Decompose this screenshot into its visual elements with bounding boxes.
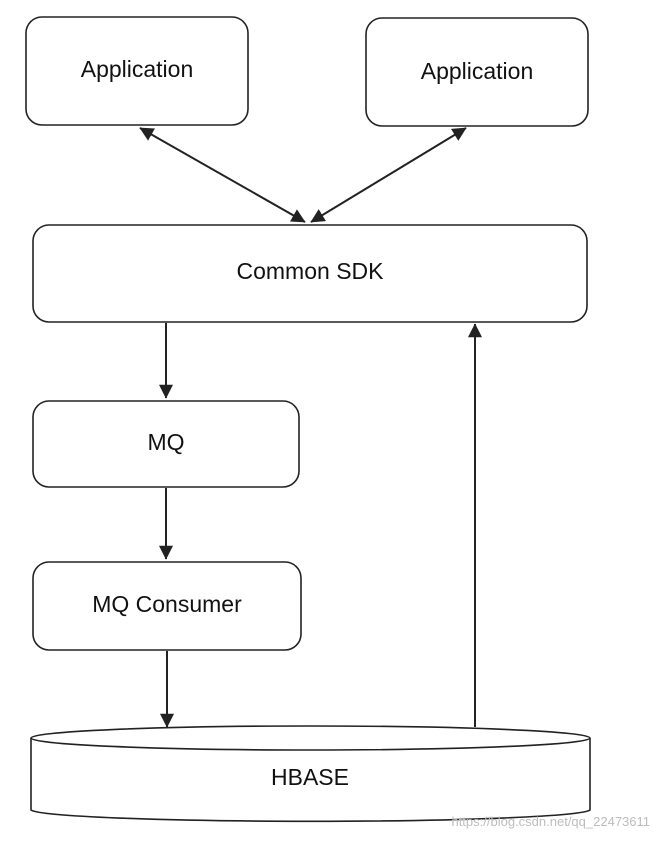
application-label-right: Application (421, 58, 534, 84)
mq-consumer-box (32, 561, 302, 651)
mq-label: MQ (147, 429, 184, 455)
application-label-left: Application (81, 56, 194, 82)
application-box-left (25, 16, 249, 126)
common-sdk-box (32, 224, 588, 323)
common-sdk-node: Common SDK (32, 224, 588, 323)
application-box-right (365, 17, 589, 127)
application-node-left: Application (25, 16, 249, 126)
common-sdk-label: Common SDK (237, 258, 385, 284)
mq-node: MQ (32, 400, 300, 488)
application-node-right: Application (365, 17, 589, 127)
mq-consumer-label: MQ Consumer (92, 591, 242, 617)
hbase-label: HBASE (271, 764, 349, 790)
hbase-cylinder-body (30, 738, 591, 823)
edge-app-left-sdk-arrow (139, 127, 306, 223)
edge-app-right-sdk-arrow (310, 127, 467, 223)
hbase-cylinder-top (30, 725, 591, 751)
mq-box (32, 400, 300, 488)
mq-consumer-node: MQ Consumer (32, 561, 302, 651)
hbase-database-node: HBASE (30, 725, 591, 823)
watermark-text: https://blog.csdn.net/qq_22473611 (451, 814, 650, 829)
